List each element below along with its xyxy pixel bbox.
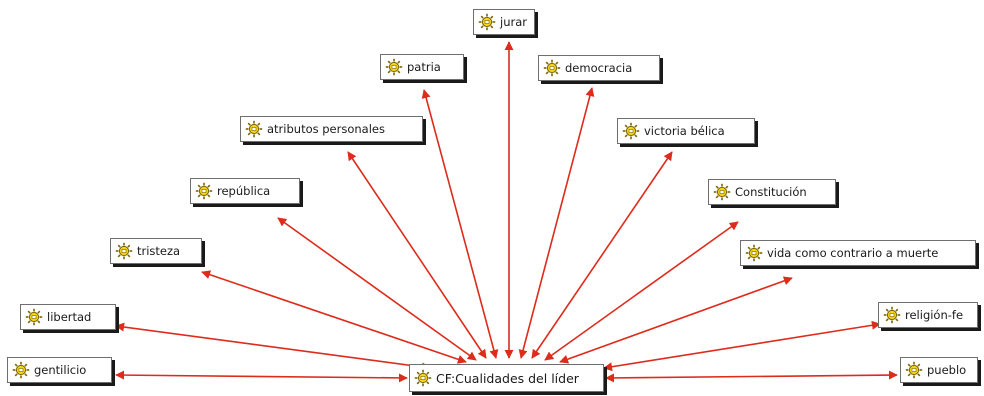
edge-pueblo xyxy=(605,370,898,383)
node-label: jurar xyxy=(500,15,527,29)
node-label: vida como contrario a muerte xyxy=(767,246,939,260)
node-gentilicio[interactable]: gentilicio xyxy=(7,357,112,383)
node-pueblo[interactable]: pueblo xyxy=(900,357,978,383)
code-icon xyxy=(195,182,213,200)
node-label: victoria bélica xyxy=(644,124,725,138)
node-patria[interactable]: patria xyxy=(380,54,464,80)
code-icon xyxy=(543,59,561,77)
code-icon xyxy=(25,308,43,326)
code-icon xyxy=(883,306,901,324)
edge-tristeza xyxy=(201,270,467,364)
node-label: libertad xyxy=(47,310,92,324)
code-icon xyxy=(385,58,403,76)
edge-religion xyxy=(603,320,881,372)
code-icon xyxy=(245,120,263,138)
code-icon xyxy=(713,183,731,201)
code-icon xyxy=(115,242,133,260)
edge-vida xyxy=(559,276,793,364)
code-icon xyxy=(478,13,496,31)
edge-democracia xyxy=(518,87,595,359)
edge-libertad xyxy=(115,322,431,372)
node-democracia[interactable]: democracia xyxy=(538,55,660,81)
node-victoria-belica[interactable]: victoria bélica xyxy=(617,118,755,144)
node-republica[interactable]: república xyxy=(190,178,300,204)
node-constitucion[interactable]: Constitución xyxy=(708,179,836,205)
node-atributos-personales[interactable]: atributos personales xyxy=(240,116,423,142)
node-cf-cualidades-del-lider[interactable]: CF:Cualidades del líder xyxy=(409,364,604,392)
code-icon xyxy=(622,122,640,140)
node-label: democracia xyxy=(565,61,633,75)
code-icon xyxy=(12,361,30,379)
edge-victoria xyxy=(531,151,673,359)
node-label: Constitución xyxy=(735,185,807,199)
code-icon xyxy=(414,369,432,387)
node-label: pueblo xyxy=(927,363,967,377)
edge-gentilicio xyxy=(115,370,408,383)
node-religion-fe[interactable]: religión-fe xyxy=(878,302,978,328)
node-label: gentilicio xyxy=(34,363,87,377)
node-label: atributos personales xyxy=(267,122,385,136)
node-libertad[interactable]: libertad xyxy=(20,304,116,330)
node-label: tristeza xyxy=(137,244,181,258)
node-label: patria xyxy=(407,60,441,74)
edge-constitucion xyxy=(544,221,739,361)
node-label: CF:Cualidades del líder xyxy=(436,370,579,386)
node-vida-como-contrario-a-muerte[interactable]: vida como contrario a muerte xyxy=(740,240,976,266)
node-tristeza[interactable]: tristeza xyxy=(110,238,202,264)
node-label: república xyxy=(217,184,271,198)
node-label: religión-fe xyxy=(905,308,964,322)
edge-atributos xyxy=(347,151,487,359)
code-icon xyxy=(745,244,763,262)
edge-republica xyxy=(277,217,477,361)
code-icon xyxy=(905,361,923,379)
node-jurar[interactable]: jurar xyxy=(473,9,535,35)
